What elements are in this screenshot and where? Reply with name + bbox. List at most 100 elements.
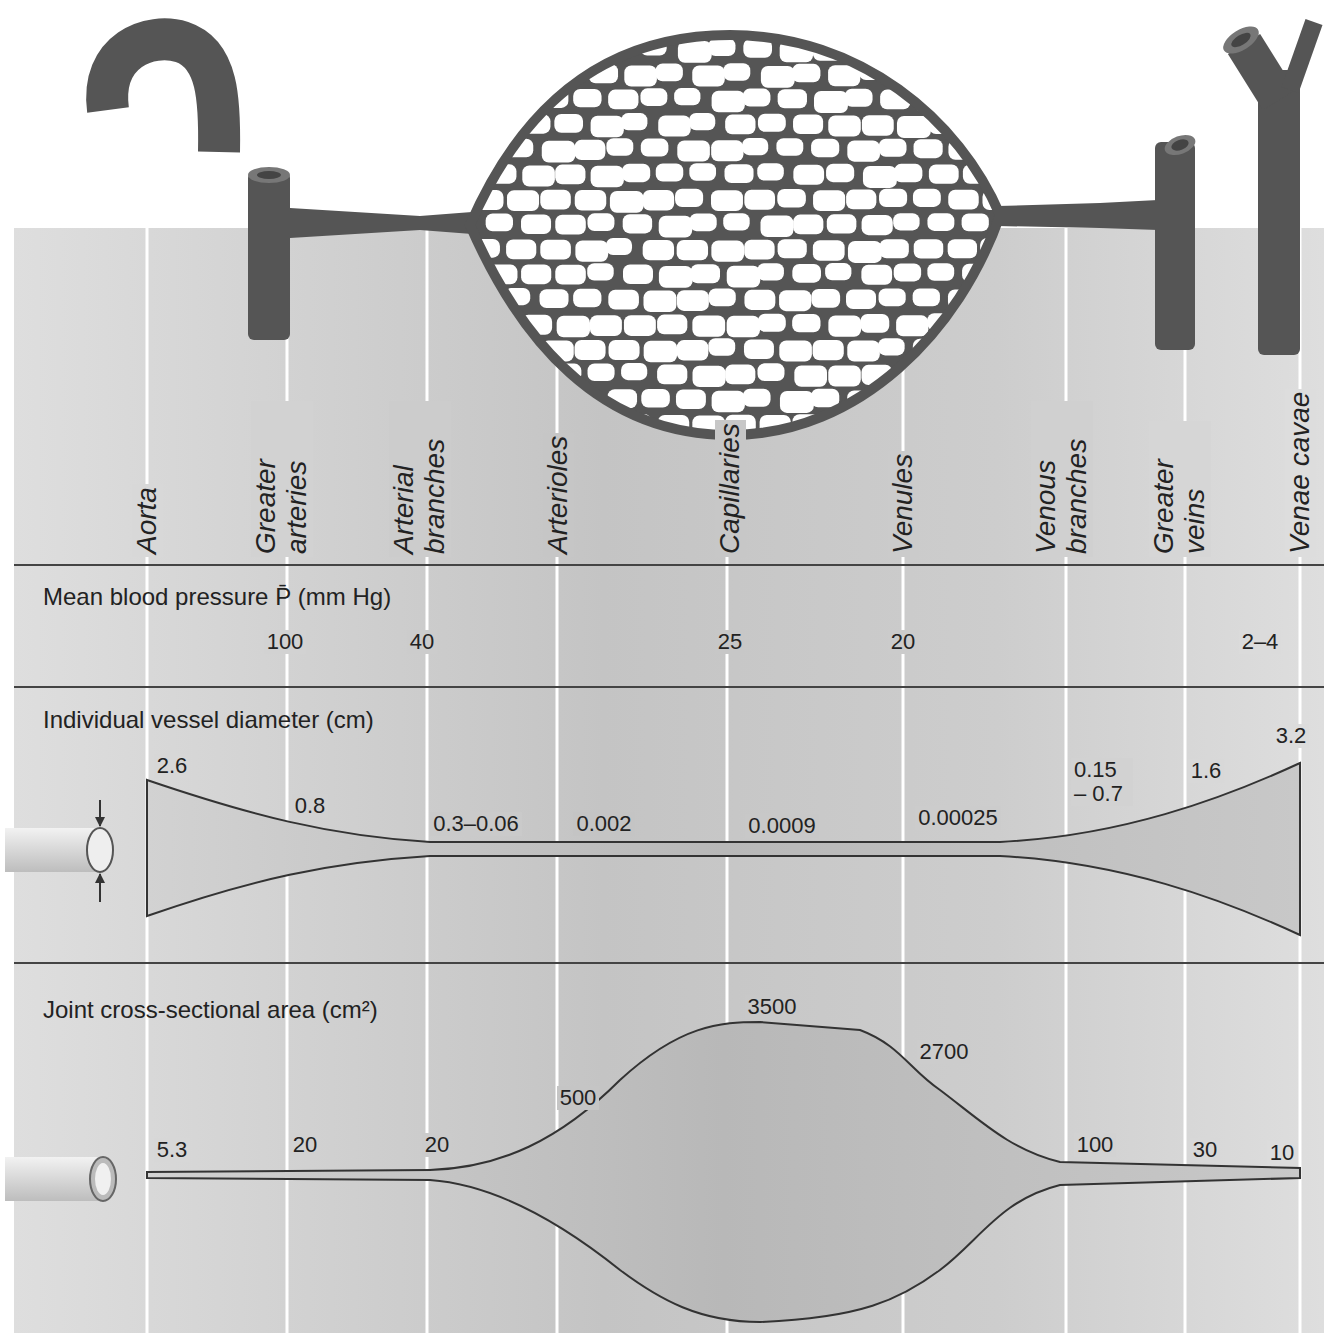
capillary-cell <box>643 240 674 260</box>
capillary-cell <box>998 165 1030 186</box>
value-label: 500 <box>557 1086 600 1110</box>
vessel-label: Venules <box>888 451 919 557</box>
capillary-cell <box>588 414 616 432</box>
capillary-cell <box>760 216 793 237</box>
capillary-cell <box>587 263 613 280</box>
area-profile <box>147 1022 1300 1322</box>
capillary-cell <box>847 140 880 161</box>
capillary-cell <box>879 288 906 306</box>
capillary-cell <box>678 41 712 63</box>
value-label: 40 <box>407 630 437 654</box>
capillary-cell <box>575 190 607 210</box>
capillary-cell <box>540 240 571 260</box>
capillary-cell <box>659 266 693 288</box>
vessel-lumen <box>1170 137 1190 153</box>
aorta-arch <box>107 39 219 152</box>
capillary-cell <box>895 415 926 435</box>
capillary-cell <box>542 141 576 163</box>
capillary-cell <box>826 164 854 182</box>
capillary-cell <box>489 66 522 88</box>
capillary-bed-rim <box>470 35 1000 435</box>
capillary-cell <box>846 290 876 310</box>
capillary-cell <box>471 339 498 357</box>
capillary-cell <box>677 340 709 360</box>
capillary-cell <box>757 363 784 381</box>
value-label: 30 <box>1190 1138 1220 1162</box>
capillary-cell <box>473 390 506 411</box>
capillary-cell <box>540 289 569 308</box>
capillary-cell <box>507 190 539 211</box>
capillary-cell <box>828 316 861 337</box>
capillary-cell <box>880 39 910 58</box>
capillary-cell <box>640 88 667 106</box>
capillary-cell <box>879 139 907 157</box>
capillary-cell <box>606 138 633 156</box>
value-label: 0.8 <box>292 794 329 818</box>
capillary-cell <box>929 164 959 183</box>
capillary-cell <box>711 140 743 161</box>
vena-cava-branch <box>1290 22 1314 90</box>
column-line <box>426 228 429 1333</box>
capillary-cell <box>709 288 736 306</box>
capillary-cell <box>846 190 876 210</box>
value-label: 100 <box>1074 1133 1117 1157</box>
capillary-cell <box>574 140 605 160</box>
value-label: 100 <box>264 630 307 654</box>
capillary-cell <box>995 63 1022 81</box>
capillary-cell <box>521 265 551 285</box>
venous-branch <box>998 200 1158 230</box>
capillary-cell <box>744 190 775 210</box>
capillary-cell <box>983 340 1014 360</box>
value-label: 2.6 <box>154 754 191 778</box>
capillary-cell <box>914 139 943 158</box>
capillary-cell <box>520 414 549 433</box>
value-label: 20 <box>888 630 918 654</box>
capillary-cell <box>931 416 965 438</box>
capillary-cell <box>677 240 708 260</box>
capillary-cell <box>861 265 892 285</box>
value-label: 2700 <box>917 1040 972 1064</box>
capillary-cell <box>725 365 755 385</box>
capillary-cell <box>506 340 537 360</box>
capillary-cell <box>996 113 1023 131</box>
capillary-cell <box>742 138 768 155</box>
capillary-cell <box>487 115 517 135</box>
capillary-cell <box>879 189 907 207</box>
capillary-cell <box>693 366 726 387</box>
capillary-cell <box>676 389 706 408</box>
capillary-cell <box>828 415 860 436</box>
vessel-opening <box>1219 21 1264 59</box>
capillary-cell <box>961 363 988 381</box>
capillary-cell <box>757 163 784 180</box>
capillary-cell <box>894 64 922 82</box>
tube-lumen <box>95 1163 111 1195</box>
value-label: 5.3 <box>154 1138 191 1162</box>
capillary-cell <box>643 190 674 210</box>
capillary-cell <box>793 215 823 235</box>
capillary-cell <box>779 290 811 311</box>
capillary-cell <box>588 363 615 381</box>
value-label: 2–4 <box>1239 630 1282 654</box>
value-label: 3500 <box>745 995 800 1019</box>
vena-cava <box>1258 70 1300 355</box>
capillary-cell <box>555 165 585 185</box>
capillary-cell <box>723 213 749 230</box>
vessel-label: Arterial branches <box>389 401 451 557</box>
capillary-cell <box>608 290 639 310</box>
capillary-cell <box>608 90 638 110</box>
capillary-cell <box>743 389 771 407</box>
capillary-cell <box>777 189 806 208</box>
capillary-cell <box>794 366 827 387</box>
capillary-cell <box>928 364 956 382</box>
capillary-cell <box>641 389 670 408</box>
vessel-label: Venous branches <box>1031 401 1093 557</box>
capillary-cell <box>624 65 657 86</box>
capillary-cell <box>997 265 1027 285</box>
capillary-cell <box>489 366 523 388</box>
capillary-cell <box>711 241 744 262</box>
capillary-cell <box>981 288 1008 306</box>
capillary-cell <box>981 89 1009 107</box>
capillary-cell <box>758 314 786 332</box>
vessel-label: Capillaries <box>715 420 746 557</box>
